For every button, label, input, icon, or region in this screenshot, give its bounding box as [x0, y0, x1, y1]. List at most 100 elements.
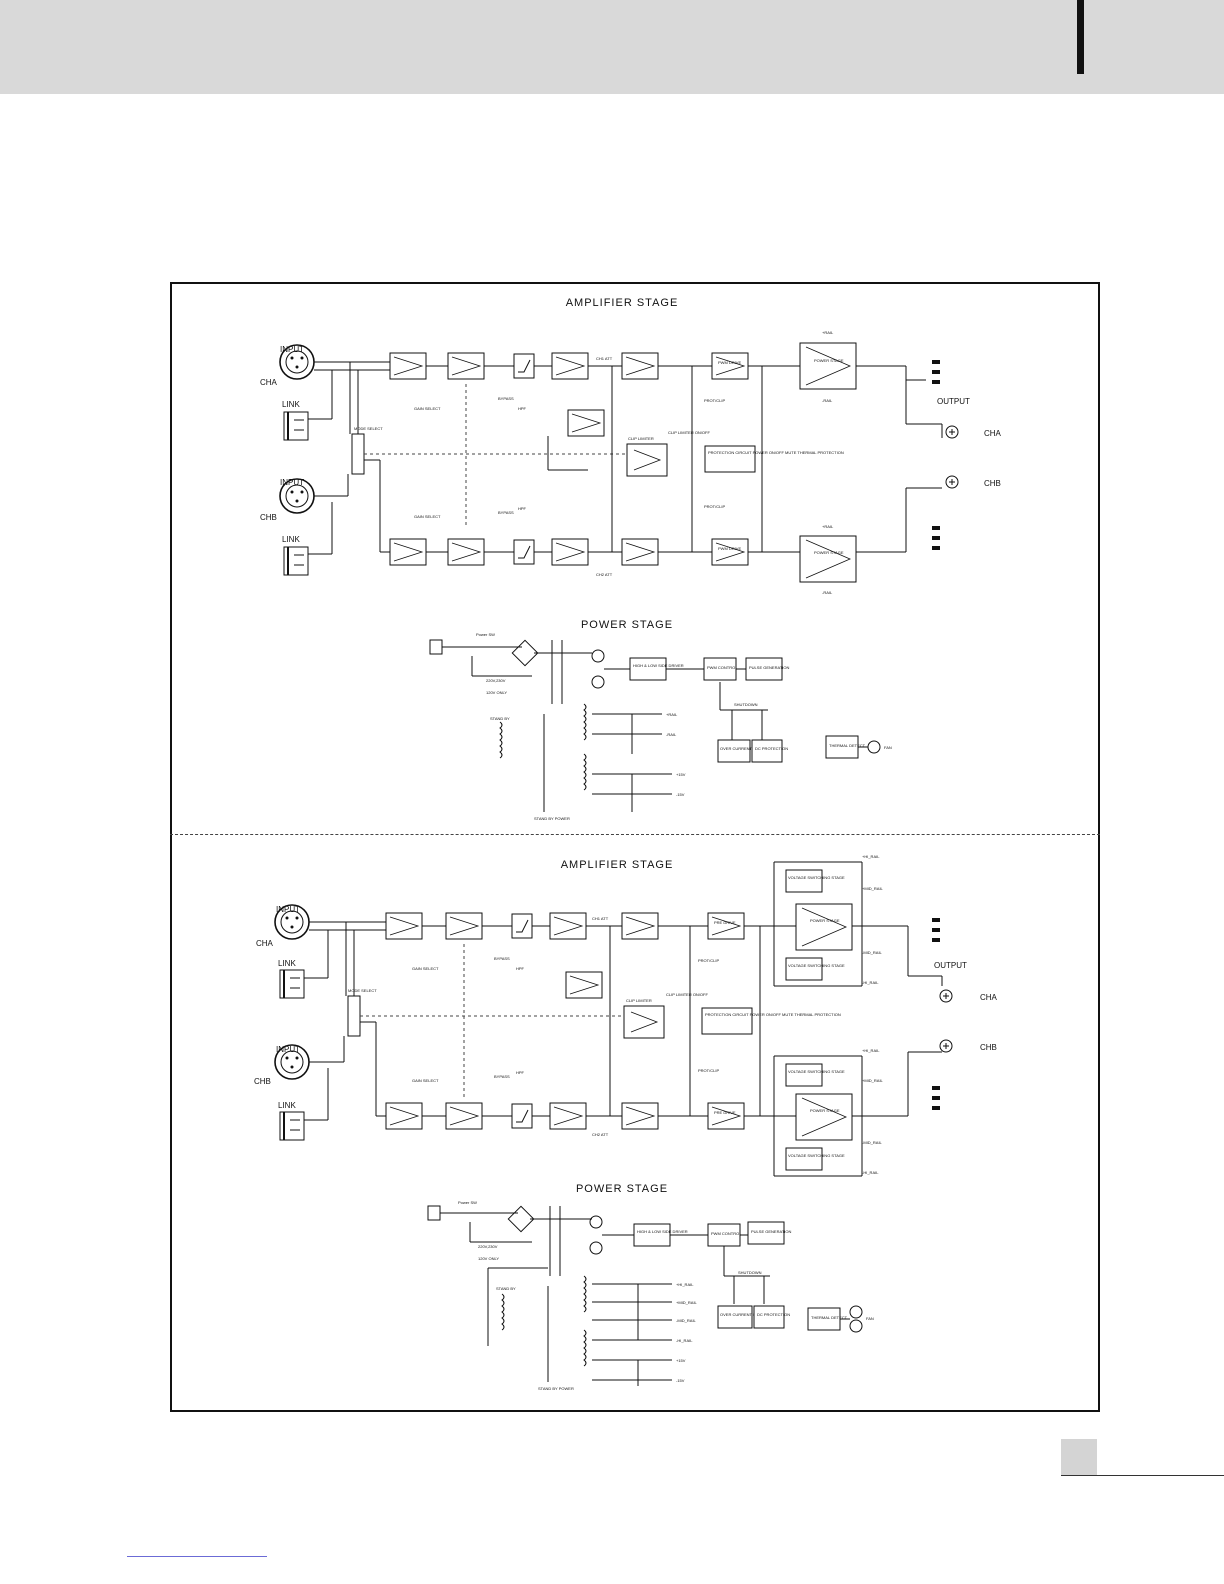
- page-number-box: [1061, 1439, 1097, 1475]
- main-transformer-b: [583, 1275, 587, 1313]
- vs-bottom-chb-b: VOLTAGE SWITCHING STAGE: [788, 1153, 845, 1158]
- input-label-cha-a: INPUT: [280, 345, 304, 354]
- input-label-chb-b: INPUT: [276, 1045, 300, 1054]
- gain-select-cha-b: GAIN SELECT: [412, 966, 439, 971]
- minus-rail-cha-a: -RAIL: [822, 398, 833, 403]
- output-jacks-chb-b: [932, 1086, 940, 1110]
- power-stage-label-cha-a: POWER STAGE: [814, 358, 844, 363]
- speakon-chb-a: [945, 475, 959, 489]
- chb-label-b: CHB: [254, 1077, 271, 1086]
- standby-b: STAND BY: [496, 1286, 516, 1291]
- mid-rail-p-ps-b: +MID_RAIL: [676, 1300, 698, 1305]
- gain-select-cha-a: GAIN SELECT: [414, 406, 441, 411]
- ch1-att-b: CH1 ATT: [592, 916, 609, 921]
- prot-clip-cha-a: PROT/CLIP: [704, 398, 725, 403]
- bypass-chb-b: BYPASS: [494, 1074, 510, 1079]
- pulse-gen-b: PULSE GENERATION: [751, 1229, 791, 1234]
- thermal-detect-b: THERMAL DETECT: [811, 1315, 848, 1320]
- plus-rail-ps-a: +RAIL: [666, 712, 678, 717]
- minus-rail-chb-a: -RAIL: [822, 590, 833, 595]
- prot-clip-chb-b: PROT/CLIP: [698, 1068, 719, 1073]
- bypass-cha-a: BYPASS: [498, 396, 514, 401]
- pwm-drive-chb-a: [711, 538, 749, 566]
- fan-icon-a: [867, 740, 881, 754]
- diagram-divider: [170, 834, 1100, 835]
- amp-stage-title-b: AMPLIFIER STAGE: [561, 859, 674, 871]
- minus-rail-ps-a: -RAIL: [666, 732, 677, 737]
- vs-top-chb-b: VOLTAGE SWITCHING STAGE: [788, 1069, 845, 1074]
- v120-a: 120V ONLY: [486, 690, 507, 695]
- power-stage-label-chb-a: POWER STAGE: [814, 550, 844, 555]
- chb-label-a: CHB: [260, 513, 277, 522]
- link-jack-chb-icon: [283, 546, 309, 576]
- output-jacks-cha-a: [932, 360, 940, 384]
- pwm-drive-label-chb-a: PWM DRIVE: [718, 546, 741, 551]
- power-stage-label-cha-b: POWER STAGE: [810, 918, 840, 923]
- high-low-a: HIGH & LOW SIDE DRIVER: [633, 663, 684, 668]
- hi-rail-p-chb-b: +HI_RAIL: [862, 1048, 880, 1053]
- hi-rail-p-ps-b: +HI_RAIL: [676, 1282, 694, 1287]
- ch2-att-b: CH2 ATT: [592, 1132, 609, 1137]
- buffer-amp-chb-b: [385, 1102, 423, 1130]
- hpf-chb-a: HPF: [518, 506, 527, 511]
- main-transformer-b-a: [583, 753, 587, 791]
- amp-stage-title-a: AMPLIFIER STAGE: [566, 297, 679, 309]
- main-transformer-2-b: [583, 1329, 587, 1367]
- pwm-control-b: PWM CONTROL: [711, 1231, 742, 1236]
- mid-rail-n-chb-b: -MID_RAIL: [862, 1140, 883, 1145]
- clip-limiter-onoff-b: CLIP LIMITER ON/OFF: [666, 992, 708, 997]
- dc-protection-b: DC PROTECTION: [757, 1312, 790, 1317]
- plus15-a: +15V: [676, 772, 686, 777]
- att-amp-cha-a: [551, 352, 589, 380]
- output-jacks-cha-b: [932, 918, 940, 942]
- gain-select-chb-b: GAIN SELECT: [412, 1078, 439, 1083]
- mode-select-b: MODE SELECT: [348, 988, 377, 993]
- speakon-cha-b: [939, 989, 953, 1003]
- output-jacks-chb-a: [932, 526, 940, 550]
- footer-link-underline[interactable]: [127, 1556, 267, 1557]
- minus15-b: -15V: [676, 1378, 685, 1383]
- mode-select-a: MODE SELECT: [354, 426, 383, 431]
- shutdown-b: SHUTDOWN: [738, 1270, 762, 1275]
- inv-amp-b: [565, 971, 603, 999]
- output-cha-a: CHA: [984, 429, 1002, 438]
- v120-b: 120V ONLY: [478, 1256, 499, 1261]
- prot-clip-chb-a: PROT/CLIP: [704, 504, 725, 509]
- plus-rail-cha-a: +RAIL: [822, 330, 834, 335]
- link-label-chb-b: LINK: [278, 1101, 296, 1110]
- pwm-control-a: PWM CONTROL: [707, 665, 738, 670]
- pulse-gen-a: PULSE GENERATION: [749, 665, 789, 670]
- mid-rail-p-cha-b: +MID_RAIL: [862, 886, 884, 891]
- over-current-b: OVER CURRENT PROTECTION: [720, 1312, 779, 1317]
- protection-b: PROTECTION CIRCUIT POWER ON/OFF MUTE THE…: [705, 1012, 841, 1017]
- clip-amp-chb-b: [621, 1102, 659, 1130]
- mid-rail-n-cha-b: -MID_RAIL: [862, 950, 883, 955]
- gain-amp-cha-a: [447, 352, 485, 380]
- link-jack-cha-b-icon: [279, 969, 305, 999]
- clip-limiter-b: CLIP LIMITER: [626, 998, 652, 1003]
- speakon-chb-b: [939, 1039, 953, 1053]
- gain-amp-chb-b: [445, 1102, 483, 1130]
- mid-rail-p-chb-b: +MID_RAIL: [862, 1078, 884, 1083]
- header-band: [0, 0, 1224, 94]
- ch2-att-a: CH2 ATT: [596, 572, 613, 577]
- hi-rail-n-ps-b: -HI_RAIL: [676, 1338, 693, 1343]
- pre-drive-label-chb-b: PRE DRIVE: [714, 1110, 736, 1115]
- buffer-amp-cha-b: [385, 912, 423, 940]
- minus15-a: -15V: [676, 792, 685, 797]
- mid-rail-n-ps-b: -MID_RAIL: [676, 1318, 697, 1323]
- link-jack-chb-b-icon: [279, 1111, 305, 1141]
- power-stage-cha-a: [799, 342, 857, 390]
- power-stage-label-chb-b: POWER STAGE: [810, 1108, 840, 1113]
- pwm-drive-cha-a: [711, 352, 749, 380]
- fan-a: FAN: [884, 745, 892, 750]
- hpf-chb-b: HPF: [516, 1070, 525, 1075]
- standby-power-a: STAND BY POWER: [534, 816, 570, 821]
- fan-b: FAN: [866, 1316, 874, 1321]
- output-chb-a: CHB: [984, 479, 1001, 488]
- clip-amp-chb-a: [621, 538, 659, 566]
- buffer-amp-chb-a: [389, 538, 427, 566]
- pre-drive-label-cha-b: PRE DRIVE: [714, 920, 736, 925]
- power-stage-cha-b: [795, 903, 853, 951]
- diagram-b: AMPLIFIER STAGE INPUT CHA LINK INPUT CHB…: [254, 854, 998, 1391]
